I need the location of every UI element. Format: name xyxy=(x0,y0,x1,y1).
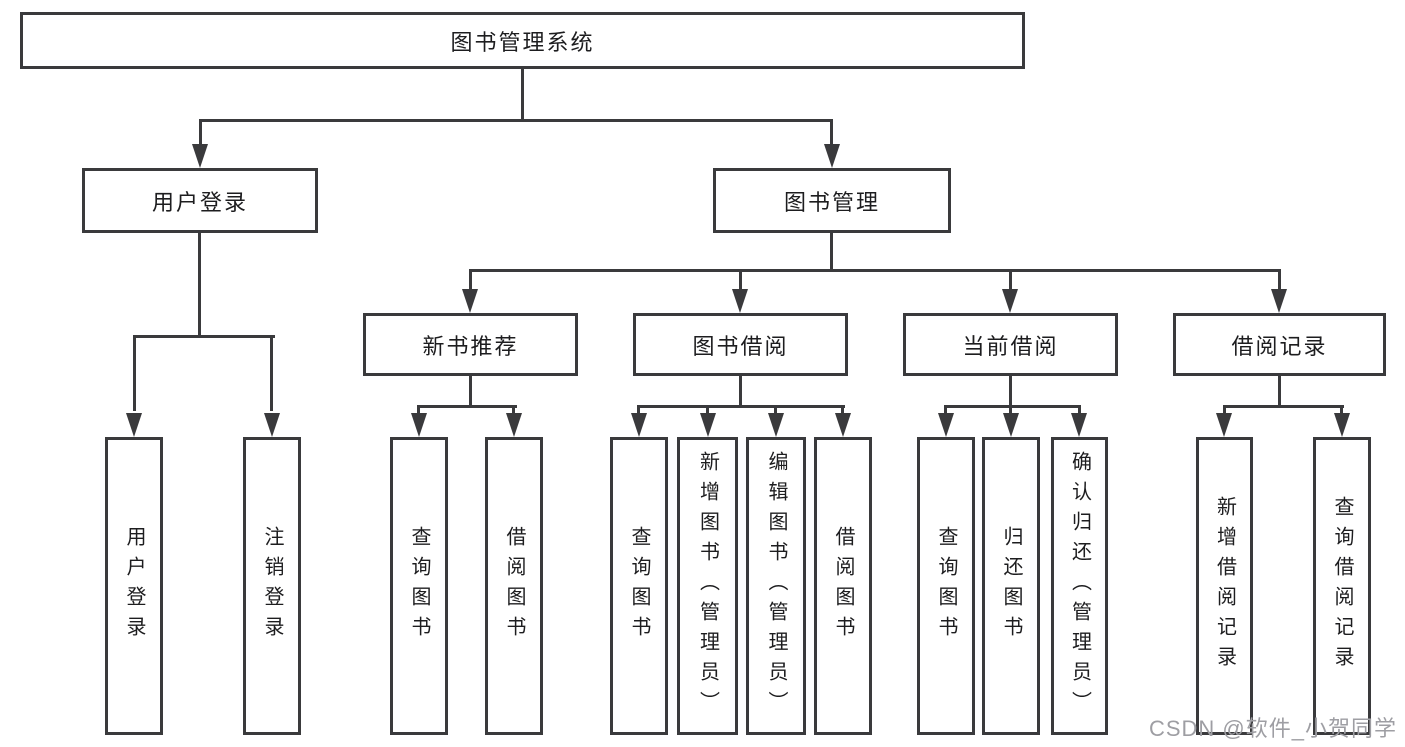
connector-line xyxy=(512,407,515,415)
node-borrow-records: 借阅记录 xyxy=(1173,313,1386,376)
node-leaf-borrow-books: 借阅图书 xyxy=(814,437,872,735)
node-new-book-recommend: 新书推荐 xyxy=(363,313,578,376)
connector-line xyxy=(417,405,517,408)
connector-line xyxy=(133,337,136,411)
connector-line xyxy=(469,269,1281,272)
node-label: 查询图书 xyxy=(408,526,430,646)
node-leaf-query-books: 查询图书 xyxy=(390,437,448,735)
arrow-down-icon xyxy=(506,413,522,437)
node-leaf-add-books-admin: 新增图书（管理员） xyxy=(677,437,738,735)
arrow-down-icon xyxy=(631,413,647,437)
arrow-down-icon xyxy=(411,413,427,437)
connector-line xyxy=(469,271,472,291)
arrow-down-icon xyxy=(1002,289,1018,313)
connector-line xyxy=(739,271,742,291)
node-library-system: 图书管理系统 xyxy=(20,12,1025,69)
node-leaf-query-books: 查询图书 xyxy=(610,437,668,735)
node-leaf-logout: 注销登录 xyxy=(243,437,301,735)
node-book-borrowing: 图书借阅 xyxy=(633,313,848,376)
arrow-down-icon xyxy=(1071,413,1087,437)
connector-line xyxy=(830,121,833,147)
arrow-down-icon xyxy=(768,413,784,437)
node-current-borrowing: 当前借阅 xyxy=(903,313,1118,376)
node-label: 归还图书 xyxy=(1000,526,1022,646)
arrow-down-icon xyxy=(126,413,142,437)
node-label: 查询借阅记录 xyxy=(1331,496,1353,676)
connector-line xyxy=(199,119,833,122)
connector-line xyxy=(198,233,201,337)
arrow-down-icon xyxy=(824,144,840,168)
connector-line xyxy=(270,337,273,411)
node-leaf-return-books: 归还图书 xyxy=(982,437,1040,735)
connector-line xyxy=(133,335,275,338)
node-leaf-borrow-books: 借阅图书 xyxy=(485,437,543,735)
arrow-down-icon xyxy=(1271,289,1287,313)
connector-line xyxy=(1009,376,1012,407)
connector-line xyxy=(1078,407,1081,415)
node-label: 图书借阅 xyxy=(692,333,789,359)
node-label: 确认归还（管理员） xyxy=(1068,451,1091,721)
connector-line xyxy=(1009,407,1012,415)
node-leaf-add-borrow-record: 新增借阅记录 xyxy=(1196,437,1253,735)
connector-line xyxy=(739,376,742,407)
arrow-down-icon xyxy=(192,144,208,168)
arrow-down-icon xyxy=(1216,413,1232,437)
connector-line xyxy=(1278,271,1281,291)
connector-line xyxy=(841,407,844,415)
node-label: 注销登录 xyxy=(261,526,283,646)
connector-line xyxy=(944,405,1081,408)
connector-line xyxy=(1278,376,1281,407)
connector-line xyxy=(1223,407,1226,415)
connector-line xyxy=(1009,271,1012,291)
connector-line xyxy=(830,233,833,271)
node-label: 新增借阅记录 xyxy=(1213,496,1236,676)
connector-line xyxy=(469,376,472,407)
node-label: 编辑图书（管理员） xyxy=(765,451,787,721)
node-book-management: 图书管理 xyxy=(713,168,951,233)
node-label: 图书管理系统 xyxy=(450,29,595,55)
connector-line xyxy=(199,121,202,147)
connector-line xyxy=(417,407,420,415)
node-label: 用户登录 xyxy=(123,526,145,646)
node-label: 借阅图书 xyxy=(832,526,854,646)
connector-line xyxy=(706,407,709,415)
arrow-down-icon xyxy=(835,413,851,437)
connector-line xyxy=(637,407,640,415)
arrow-down-icon xyxy=(462,289,478,313)
arrow-down-icon xyxy=(732,289,748,313)
node-label: 借阅图书 xyxy=(503,526,525,646)
node-label: 当前借阅 xyxy=(962,333,1059,359)
node-label: 新书推荐 xyxy=(422,333,519,359)
node-label: 新增图书（管理员） xyxy=(696,451,719,721)
node-leaf-edit-books-admin: 编辑图书（管理员） xyxy=(746,437,806,735)
connector-line xyxy=(521,69,524,121)
node-leaf-query-borrow-record: 查询借阅记录 xyxy=(1313,437,1371,735)
watermark: CSDN @软件_小贺同学 xyxy=(1148,716,1397,741)
connector-line xyxy=(774,407,777,415)
node-label: 用户登录 xyxy=(151,189,248,215)
node-label: 借阅记录 xyxy=(1231,333,1328,359)
node-user-login: 用户登录 xyxy=(82,168,318,233)
arrow-down-icon xyxy=(938,413,954,437)
arrow-down-icon xyxy=(1003,413,1019,437)
connector-line xyxy=(1340,407,1343,415)
node-label: 图书管理 xyxy=(783,189,880,215)
connector-line xyxy=(944,407,947,415)
connector-line xyxy=(637,405,845,408)
node-leaf-query-books: 查询图书 xyxy=(917,437,975,735)
arrow-down-icon xyxy=(264,413,280,437)
node-label: 查询图书 xyxy=(935,526,957,646)
node-leaf-confirm-return-admin: 确认归还（管理员） xyxy=(1051,437,1108,735)
connector-line xyxy=(1223,405,1344,408)
node-label: 查询图书 xyxy=(628,526,650,646)
arrow-down-icon xyxy=(1334,413,1350,437)
node-leaf-user-login: 用户登录 xyxy=(105,437,163,735)
arrow-down-icon xyxy=(700,413,716,437)
